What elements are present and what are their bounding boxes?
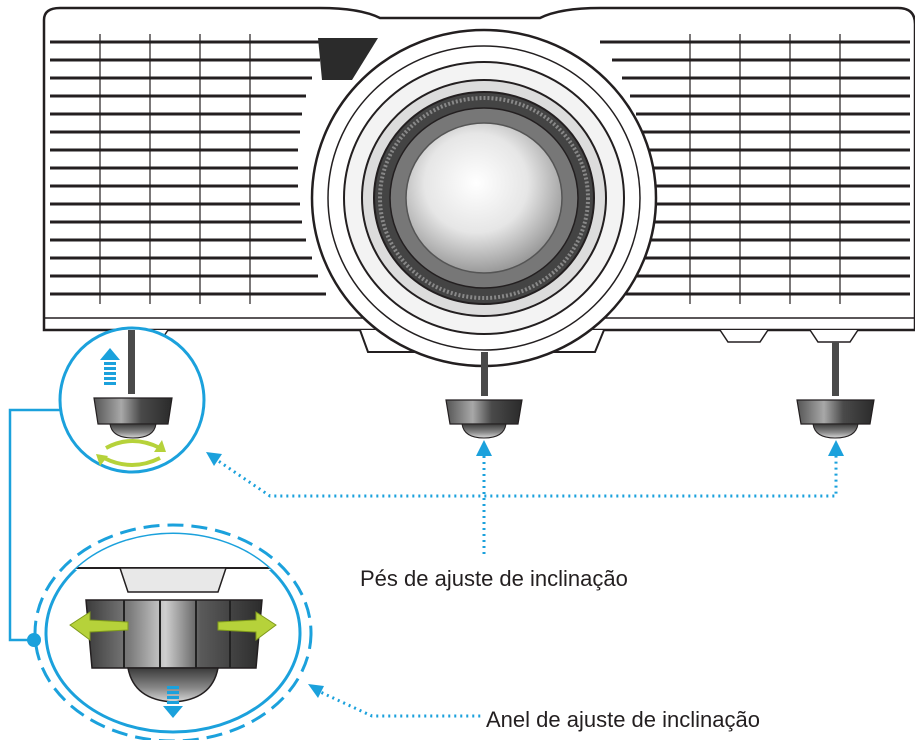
projector-body: [42, 6, 915, 368]
arrow-up-icon: [100, 348, 120, 385]
foot-center: [445, 352, 523, 439]
tilt-feet-label: Pés de ajuste de inclinação: [360, 566, 628, 591]
rotate-arrows-icon: [96, 439, 166, 467]
callout-lines: [213, 456, 838, 718]
lens: [310, 28, 658, 368]
push-in-arrows-icon: [69, 611, 277, 641]
arrow-down-icon: [163, 686, 183, 718]
tilt-ring-label: Anel de ajuste de inclinação: [486, 707, 760, 732]
foot-right: [796, 342, 875, 439]
foot-left-detail-circle: [58, 326, 206, 474]
tilt-ring-zoom: [33, 523, 313, 740]
right-vent-grille: [600, 40, 910, 296]
left-vent-grille: [50, 40, 330, 296]
